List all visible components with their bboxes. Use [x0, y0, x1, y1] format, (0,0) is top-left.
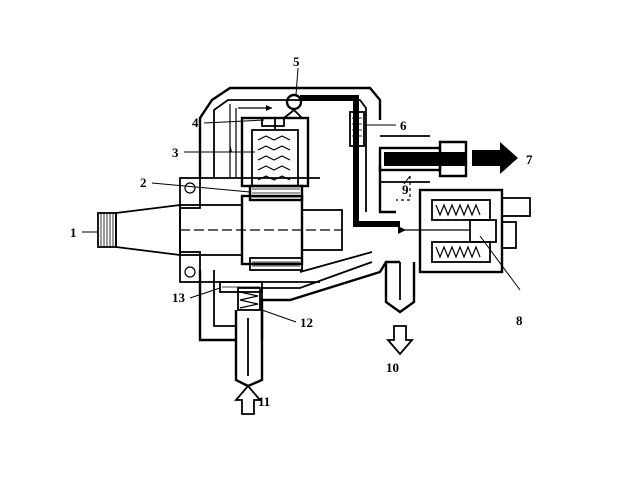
pressure-control-valve — [398, 188, 531, 274]
inlet-check-valve — [237, 287, 261, 311]
return-flow-arrow — [386, 325, 414, 356]
callout-8: 8 — [516, 313, 523, 328]
return-line — [396, 176, 411, 201]
outlet-connector — [378, 135, 468, 183]
relief-fitting — [349, 111, 365, 147]
callout-labels: 1 2 3 4 5 6 7 8 9 10 11 12 13 — [70, 54, 533, 409]
outlet-flow-arrow — [472, 142, 518, 174]
callout-5: 5 — [293, 54, 300, 69]
callout-4: 4 — [192, 115, 199, 130]
callout-3: 3 — [172, 145, 179, 160]
callout-7: 7 — [526, 152, 533, 167]
high-pressure-passage — [300, 95, 400, 227]
callout-9: 9 — [402, 182, 409, 197]
cam-ring — [248, 184, 304, 271]
callout-13: 13 — [172, 290, 186, 305]
leader-lines — [82, 67, 521, 323]
pump-housing — [198, 86, 400, 342]
inlet-pipe — [234, 310, 264, 388]
callout-1: 1 — [70, 225, 77, 240]
callout-12: 12 — [300, 315, 313, 330]
callout-10: 10 — [386, 360, 399, 375]
inlet-flow-arrow — [234, 384, 262, 415]
return-outlet — [384, 262, 416, 314]
inlet-valve — [229, 104, 285, 178]
callout-11: 11 — [258, 394, 270, 409]
transfer-pump — [219, 281, 263, 293]
callout-2: 2 — [140, 175, 147, 190]
callout-6: 6 — [400, 118, 407, 133]
outlet-valve — [283, 93, 303, 119]
drive-shaft — [97, 194, 343, 266]
